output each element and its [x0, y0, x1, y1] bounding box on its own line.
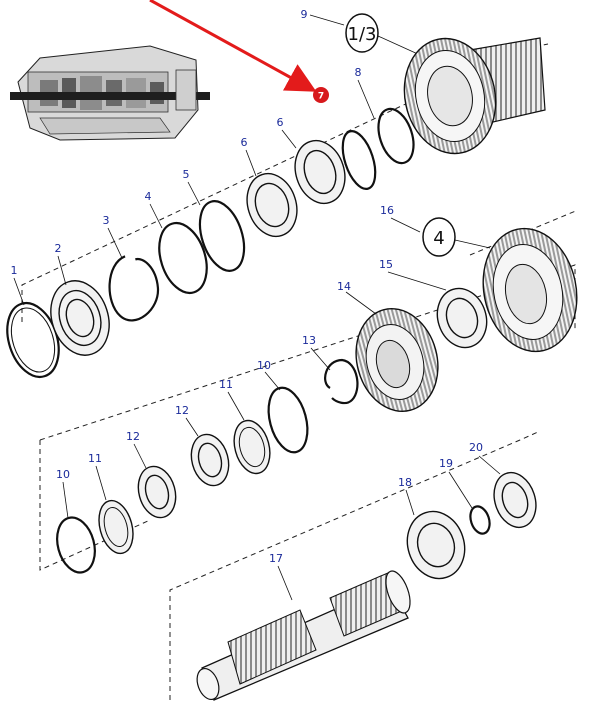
- label-part-10b: 10: [56, 468, 70, 481]
- label-part-3: 3: [103, 214, 110, 227]
- part-10-snap-ring-upper: [267, 386, 309, 454]
- label-part-12a: 12: [175, 404, 189, 417]
- part-4-snap-ring: [158, 221, 208, 295]
- part-13-snap-ring: [324, 358, 359, 405]
- label-part-1: 1: [11, 264, 18, 277]
- label-part-16: 16: [380, 204, 394, 217]
- label-part-6b: 6: [277, 116, 284, 129]
- part-15-bushing: [436, 287, 488, 349]
- group-callout-upper: 1/3: [345, 13, 421, 56]
- part-8-snap-ring: [377, 107, 415, 165]
- part-6-bearing-race-a: [246, 172, 298, 238]
- part-12-bearing-lower: [137, 465, 177, 519]
- label-part-11a: 11: [219, 378, 233, 391]
- label-part-18: 18: [398, 476, 412, 489]
- overview-location-badge: 7: [313, 87, 329, 103]
- part-19-o-ring: [469, 505, 491, 535]
- svg-text:4: 4: [433, 228, 444, 249]
- part-10-snap-ring-lower: [56, 516, 96, 574]
- label-part-10a: 10: [257, 359, 271, 372]
- leader-lines: [13, 14, 501, 601]
- label-part-8: 8: [355, 66, 362, 79]
- label-part-11b: 11: [88, 452, 102, 465]
- svg-text:1/3: 1/3: [348, 24, 377, 45]
- label-part-15: 15: [379, 258, 393, 271]
- label-part-2: 2: [55, 242, 62, 255]
- svg-text:7: 7: [318, 92, 324, 102]
- label-part-14: 14: [337, 280, 351, 293]
- location-arrow: [149, 0, 317, 92]
- part-14-synchronizer: [355, 308, 439, 412]
- label-part-5: 5: [183, 168, 190, 181]
- part-number-labels: 1 2 3 4 5 6 6 8 9 16 15 14 13 10 11 12 1…: [11, 8, 484, 565]
- label-part-9: 9: [301, 8, 308, 21]
- part-3-snap-ring: [108, 255, 159, 322]
- part-11-ring-lower: [98, 499, 134, 555]
- part-18-bearing: [406, 510, 466, 580]
- label-part-19: 19: [439, 457, 453, 470]
- part-7-thin-ring: [341, 130, 377, 190]
- part-12-bearing-upper: [190, 433, 230, 487]
- label-part-20: 20: [469, 441, 483, 454]
- label-part-13: 13: [302, 334, 316, 347]
- part-20-seal: [493, 471, 537, 529]
- part-2-bearing: [50, 280, 110, 356]
- transmission-overview-thumbnail: [10, 43, 210, 145]
- part-16-gear: [482, 227, 578, 353]
- part-5-snap-ring: [198, 200, 246, 272]
- part-11-ring-upper: [233, 419, 271, 475]
- part-6-bearing-race-b: [294, 139, 346, 205]
- label-part-4: 4: [145, 190, 152, 203]
- label-part-12b: 12: [126, 430, 140, 443]
- group-callout-lower: 4: [422, 217, 491, 257]
- label-part-17: 17: [269, 552, 283, 565]
- part-17-main-shaft: [196, 570, 411, 701]
- part-9-gear-cluster: [403, 37, 546, 155]
- label-part-6a: 6: [241, 136, 248, 149]
